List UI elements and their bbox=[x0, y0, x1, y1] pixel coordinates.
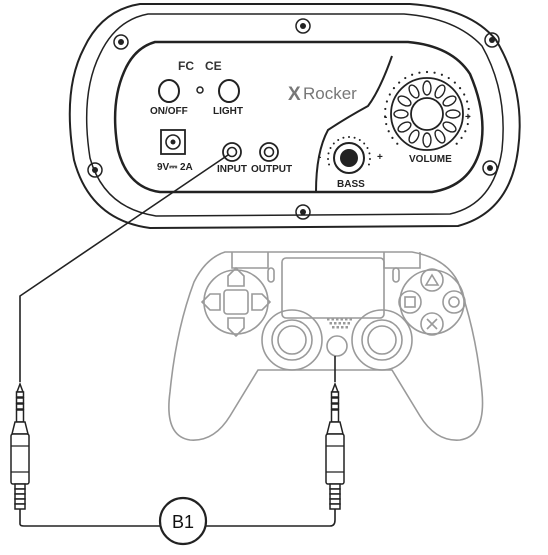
brand-logo-text: Rocker bbox=[303, 84, 357, 103]
cross-button bbox=[420, 312, 444, 336]
output-label: OUTPUT bbox=[251, 164, 292, 175]
dpad-right bbox=[251, 293, 272, 311]
share-button bbox=[267, 267, 275, 283]
volume-minus: - bbox=[384, 112, 387, 123]
right-stick-well bbox=[351, 309, 413, 371]
screw-icon bbox=[295, 204, 311, 220]
input-label: INPUT bbox=[217, 164, 247, 175]
speaker-grille bbox=[327, 318, 352, 329]
square-button bbox=[398, 290, 422, 314]
gamepad-icon bbox=[168, 251, 484, 441]
volume-label: VOLUME bbox=[409, 154, 452, 165]
screw-icon bbox=[482, 160, 498, 176]
audio-jack-icon[interactable] bbox=[259, 142, 279, 162]
callout-b1: B1 bbox=[158, 496, 208, 546]
fc-mark: FC bbox=[178, 59, 194, 73]
on-off-label: ON/OFF bbox=[150, 106, 188, 117]
audio-plug-icon bbox=[325, 381, 345, 510]
power-button-icon[interactable] bbox=[158, 79, 180, 103]
led-indicator bbox=[196, 86, 204, 94]
callout-label: B1 bbox=[172, 512, 194, 532]
screw-icon bbox=[484, 32, 500, 48]
panel-face bbox=[113, 40, 484, 194]
ce-mark: CE bbox=[205, 59, 222, 73]
ps-button bbox=[326, 335, 348, 357]
screw-icon bbox=[113, 34, 129, 50]
dpad-center bbox=[223, 289, 249, 315]
panel-divider bbox=[315, 55, 393, 193]
screw-icon bbox=[295, 18, 311, 34]
power-spec-label: 9V⎓ 2A bbox=[157, 162, 193, 173]
dpad-up bbox=[227, 266, 245, 287]
options-button bbox=[392, 267, 400, 283]
bass-plus: + bbox=[377, 152, 383, 163]
right-shoulder-button bbox=[383, 252, 421, 269]
audio-plug-icon bbox=[10, 381, 30, 510]
volume-plus: + bbox=[465, 112, 471, 123]
circle-button bbox=[442, 290, 466, 314]
control-panel: FC CE ON/OFF LIGHT X Rocker 9V⎓ 2A INPUT bbox=[68, 3, 521, 230]
left-thumbstick bbox=[271, 319, 313, 361]
triangle-button bbox=[420, 268, 444, 292]
touchpad bbox=[281, 257, 385, 319]
light-button-icon[interactable] bbox=[218, 79, 240, 103]
cable-bottom-left bbox=[19, 508, 160, 527]
brand-logo-mark: X bbox=[288, 84, 301, 105]
cable-to-input bbox=[19, 154, 229, 382]
dc-jack-icon bbox=[160, 129, 186, 155]
bass-label: BASS bbox=[337, 179, 365, 190]
bass-minus: - bbox=[318, 152, 321, 163]
controller-body bbox=[168, 251, 484, 441]
cable-bottom-right bbox=[206, 508, 336, 527]
panel-inner-frame bbox=[85, 13, 504, 217]
left-shoulder-button bbox=[231, 252, 269, 269]
right-thumbstick bbox=[361, 319, 403, 361]
audio-jack-icon[interactable] bbox=[222, 142, 242, 162]
light-label: LIGHT bbox=[213, 106, 243, 117]
dpad-left bbox=[200, 293, 221, 311]
face-button-well bbox=[399, 269, 465, 335]
panel-outer-frame bbox=[68, 3, 521, 230]
audio-cable bbox=[19, 154, 336, 527]
bass-knob-icon[interactable] bbox=[327, 136, 371, 174]
dpad-well bbox=[203, 269, 269, 335]
dpad-down bbox=[227, 317, 245, 338]
left-stick-well bbox=[261, 309, 323, 371]
screw-icon bbox=[87, 162, 103, 178]
volume-knob-icon[interactable] bbox=[383, 70, 471, 151]
